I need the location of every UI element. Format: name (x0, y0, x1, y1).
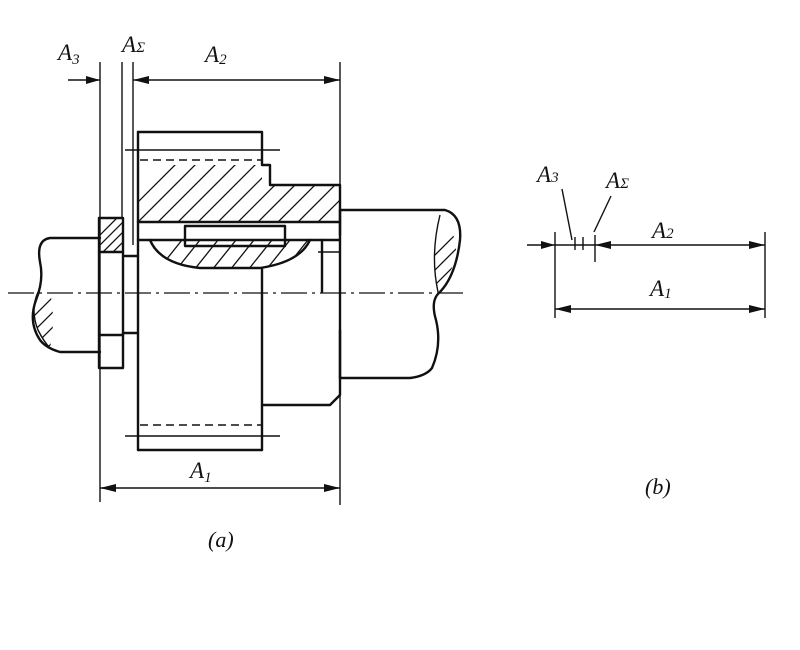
caption-b: (b) (645, 474, 671, 499)
right-shaft-section-hatch (434, 219, 456, 292)
gear-section-hatch (138, 165, 340, 222)
view-b-dimension-chain: A3 AΣ A2 A1 (b) (527, 162, 766, 499)
hub-section (148, 238, 312, 270)
label-a3-view-a: A3 (56, 40, 80, 68)
label-a1-view-b: A1 (648, 276, 672, 302)
label-a1-view-a: A1 (188, 458, 212, 486)
leader-a3 (561, 188, 573, 241)
hub-section-hatch (150, 240, 310, 268)
left-shaft (31, 236, 102, 354)
label-a3-view-b: A3 (535, 162, 559, 187)
retaining-washer (97, 216, 125, 370)
key (183, 224, 287, 248)
gear-body (125, 130, 342, 452)
dim-a1-view-a (100, 484, 340, 492)
dim-a2-view-a (133, 76, 340, 84)
label-asigma-view-b: AΣ (604, 168, 629, 193)
right-shaft (338, 208, 462, 380)
view-a-assembly: A3 AΣ A2 A1 (a) (8, 32, 468, 552)
chain-a2-a3-asigma (527, 188, 765, 249)
label-a2-view-a: A2 (203, 42, 227, 68)
left-shaft-section-hatch (34, 292, 53, 348)
label-a2-view-b: A2 (650, 218, 674, 243)
washer-section-hatch (99, 218, 123, 252)
leader-asigma (593, 195, 612, 233)
chain-a1 (555, 305, 765, 313)
caption-a: (a) (208, 527, 234, 552)
label-asigma-view-a: AΣ (120, 32, 145, 57)
dim-a3-view-a (68, 76, 100, 84)
